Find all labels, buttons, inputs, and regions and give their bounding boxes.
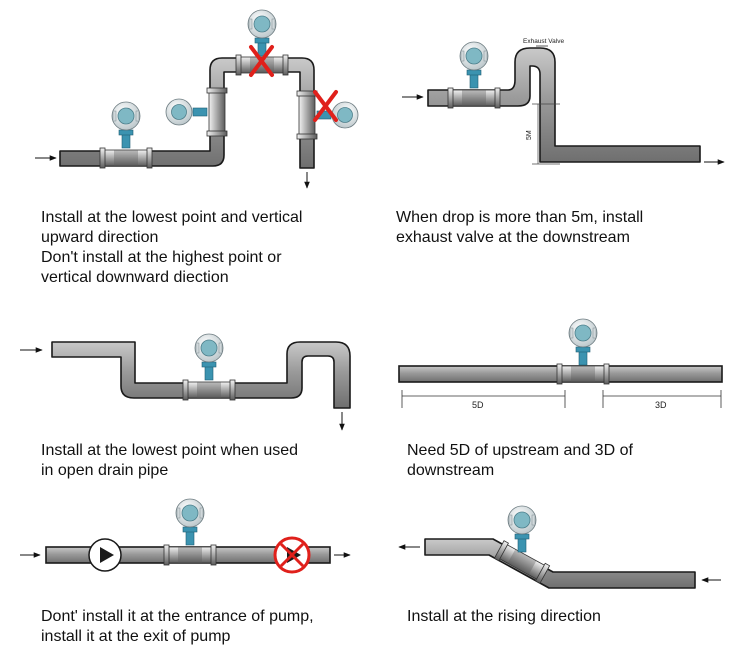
flowmeter bbox=[163, 498, 217, 566]
panel-6-caption: Install at the rising direction bbox=[407, 608, 601, 625]
flowmeter bbox=[182, 333, 236, 401]
pump-icon bbox=[88, 538, 122, 572]
upstream-length-label: 5D bbox=[472, 400, 484, 410]
panel-4-diagram: 5D 3D bbox=[398, 318, 723, 410]
flowmeter-correct bbox=[99, 101, 153, 169]
panel-4-caption: Need 5D of upstream and 3D of downstream bbox=[407, 442, 633, 479]
cross-icon bbox=[249, 45, 274, 77]
panel-3-diagram bbox=[20, 333, 351, 431]
panel-5-diagram bbox=[20, 498, 351, 574]
downstream-length-label: 3D bbox=[655, 400, 667, 410]
flowmeter bbox=[447, 41, 501, 109]
pipe bbox=[51, 341, 351, 409]
prohibited-pump-icon bbox=[273, 536, 311, 574]
flowmeter bbox=[556, 318, 610, 385]
panel-1-diagram bbox=[35, 9, 359, 189]
flowmeter-vertical-upward bbox=[165, 87, 228, 137]
flowmeter-highest-point bbox=[235, 9, 289, 76]
drop-height-label: 5M bbox=[526, 130, 533, 140]
panel-2-diagram: Exhaust Valve 5M bbox=[402, 38, 725, 165]
cross-icon bbox=[313, 90, 338, 122]
pipe bbox=[59, 57, 315, 169]
panel-1-caption: Install at the lowest point and vertical… bbox=[41, 209, 303, 286]
panel-6-diagram bbox=[398, 505, 721, 589]
flowmeter bbox=[493, 505, 551, 584]
exhaust-valve-label: Exhaust Valve bbox=[523, 38, 564, 45]
pipe bbox=[424, 538, 696, 589]
flowmeter-vertical-downward bbox=[296, 90, 359, 140]
panel-3-caption: Install at the lowest point when used in… bbox=[41, 442, 299, 479]
panel-5-caption: Dont' install it at the entrance of pump… bbox=[41, 608, 314, 645]
panel-2-caption: When drop is more than 5m, install exhau… bbox=[396, 209, 644, 246]
